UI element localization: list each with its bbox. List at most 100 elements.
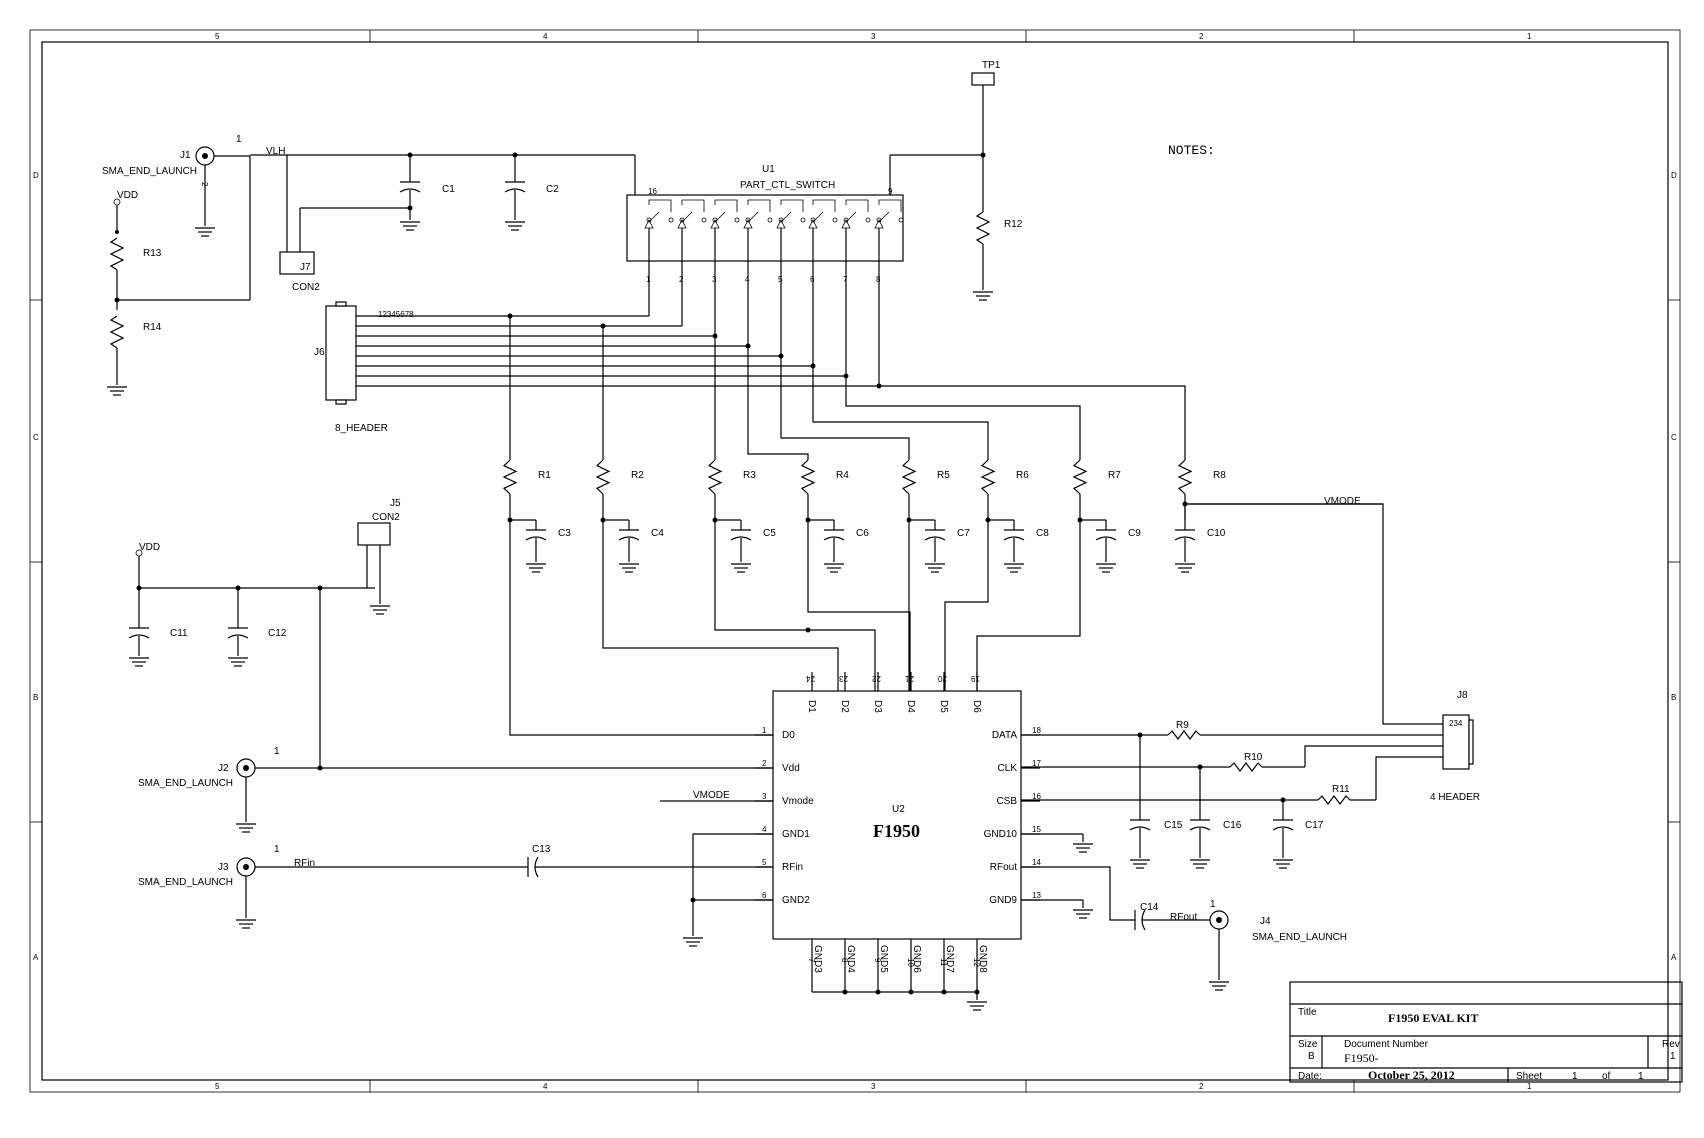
svg-text:1: 1 [274,746,280,757]
svg-text:1: 1 [1210,899,1216,910]
j6-header: J6 12345678 8_HEADER [314,301,414,434]
frame-row-label: B [33,693,38,702]
svg-text:Size: Size [1298,1039,1318,1050]
capacitor-ref: C3 [558,528,571,539]
svg-text:R14: R14 [143,322,162,333]
u2-pin-name: D3 [872,700,883,713]
svg-text:October 25, 2012: October 25, 2012 [1368,1068,1455,1082]
svg-text:R13: R13 [143,248,162,259]
frame-col-label: 5 [215,32,220,41]
j3-block: J3 SMA_END_LAUNCH 1 RFin C13 [138,844,773,929]
c2-capacitor: C2 [504,152,559,231]
u2-left-nets: VMODE [660,790,773,947]
svg-text:234: 234 [1449,719,1463,728]
u2-pin-number: 4 [762,825,767,834]
svg-text:R11: R11 [1332,784,1350,795]
svg-text:C13: C13 [532,844,551,855]
svg-text:C17: C17 [1305,820,1324,831]
svg-text:J5: J5 [390,498,401,509]
svg-text:TP1: TP1 [982,60,1001,71]
frame-col-label: 5 [215,1082,220,1091]
svg-text:Title: Title [1298,1007,1317,1018]
u2-pin-number: 16 [1032,792,1041,801]
frame-row-label: C [1671,433,1677,442]
u2-pin-name: D2 [839,700,850,713]
c1-capacitor: C1 [399,152,455,231]
u2-pin-number: 1 [762,726,767,735]
svg-text:VDD: VDD [117,190,138,201]
j1-block: J1 SMA_END_LAUNCH 1 2 VLH [102,134,635,300]
svg-text:RFout: RFout [1170,912,1197,923]
tp1-r12: TP1 R12 [971,60,1023,301]
svg-text:4 HEADER: 4 HEADER [1430,792,1480,803]
svg-text:C1: C1 [442,184,455,195]
svg-text:1: 1 [1572,1071,1578,1082]
svg-text:CON2: CON2 [372,512,400,523]
capacitor-ref: C4 [651,528,664,539]
resistor-ref: R3 [743,470,756,481]
u2-pin-name: D0 [782,730,795,741]
svg-text:Document Number: Document Number [1344,1039,1429,1050]
u2-pin-name: Vdd [782,763,800,774]
svg-text:C2: C2 [546,184,559,195]
svg-text:Rev: Rev [1662,1039,1680,1050]
u2-pin-name: GND3 [812,945,823,973]
svg-text:VDD: VDD [139,542,160,553]
capacitor-ref: C10 [1207,528,1226,539]
svg-text:SMA_END_LAUNCH: SMA_END_LAUNCH [138,877,233,888]
svg-text:12345678: 12345678 [378,310,414,319]
frame-row-label: D [1671,171,1677,180]
u2-pin-name: GND5 [878,945,889,973]
u2-pin-number: 3 [762,792,767,801]
frame-row-label: A [1671,953,1677,962]
svg-text:VMODE: VMODE [1324,496,1361,507]
svg-text:1: 1 [1670,1051,1676,1062]
u2-pin-number: 19 [971,674,980,683]
frame-row-label: B [1671,693,1676,702]
svg-text:F1950-: F1950- [1344,1051,1379,1065]
svg-text:R9: R9 [1176,720,1189,731]
frame-col-label: 3 [871,32,876,41]
svg-text:U1: U1 [762,164,775,175]
u2-pin-name: GND10 [984,829,1018,840]
u2-pin-number: 5 [762,858,767,867]
j1-ref: J1 [180,150,191,161]
svg-text:C12: C12 [268,628,287,639]
svg-text:J2: J2 [218,763,229,774]
capacitor-ref: C9 [1128,528,1141,539]
frame-col-label: 1 [1527,32,1532,41]
frame-row-label: D [33,171,39,180]
u2-pin-number: 24 [806,674,815,683]
u2-pin-number: 23 [839,674,848,683]
resistor-ref: R7 [1108,470,1121,481]
u2-pin-name: D4 [905,700,916,713]
r13-r14-divider: VDD R13 R14 [107,190,250,396]
u2-pin-name: Vmode [782,796,814,807]
svg-text:C16: C16 [1223,820,1242,831]
u2-pin-name: RFout [990,862,1017,873]
resistor-ref: R1 [538,470,551,481]
u2-part-name: F1950 [873,821,920,841]
svg-text:16: 16 [648,187,657,196]
u2-pin-name: GND2 [782,895,810,906]
u2-pin-number: 14 [1032,858,1041,867]
svg-text:R12: R12 [1004,219,1023,230]
u2-pin-number: 17 [1032,759,1041,768]
u2-pin-name: CSB [996,796,1017,807]
title-block: Title F1950 EVAL KIT Size B Document Num… [1289,981,1683,1083]
u2-pin-number: 15 [1032,825,1041,834]
u2-pin-name: GND1 [782,829,810,840]
capacitor-ref: C8 [1036,528,1049,539]
u2-pin-name: D6 [971,700,982,713]
svg-text:J7: J7 [300,262,311,273]
u2-pin-name: GND7 [944,945,955,973]
frame-col-label: 2 [1199,32,1204,41]
